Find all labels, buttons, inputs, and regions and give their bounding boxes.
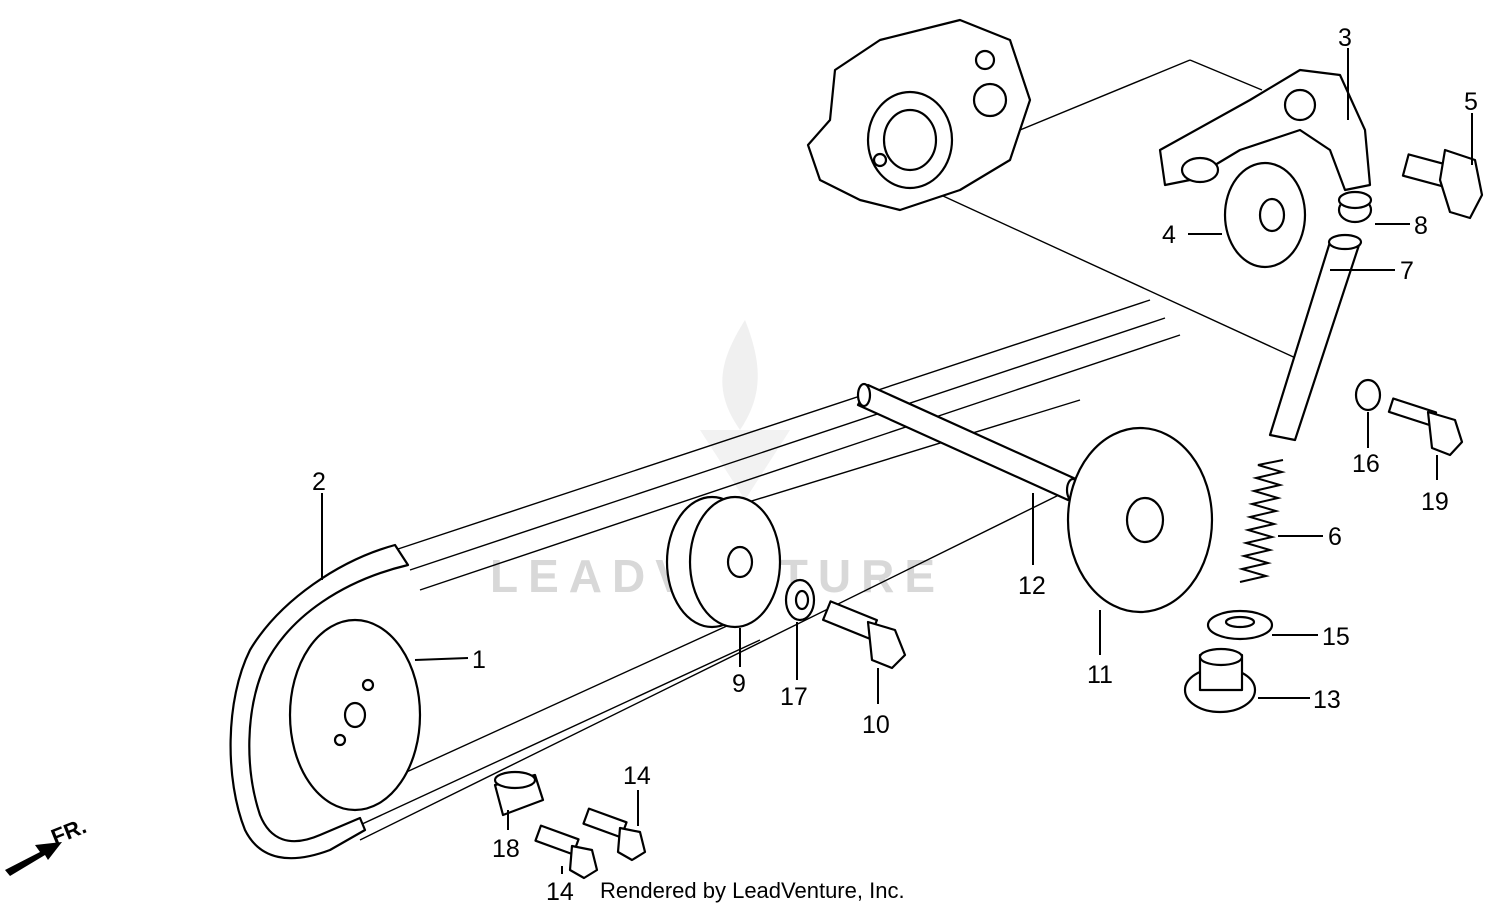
front-arrow-icon bbox=[5, 842, 62, 876]
part-9-roller bbox=[665, 495, 782, 629]
part-11-sprocket bbox=[1066, 426, 1214, 614]
callout-13: 13 bbox=[1313, 686, 1341, 714]
callout-14-lower: 14 bbox=[546, 878, 574, 906]
part-14-bolt-lower bbox=[534, 824, 599, 880]
part-3-tensioner-arm bbox=[1158, 68, 1372, 192]
callout-2: 2 bbox=[312, 468, 326, 496]
crankcase bbox=[806, 18, 1032, 212]
footer-credit: Rendered by LeadVenture, Inc. bbox=[600, 878, 905, 903]
callout-14-upper: 14 bbox=[623, 762, 651, 790]
part-8-cap bbox=[1337, 190, 1373, 224]
part-6-spring bbox=[1238, 459, 1286, 583]
callout-7: 7 bbox=[1400, 257, 1414, 285]
callout-19: 19 bbox=[1421, 488, 1449, 516]
callout-4: 4 bbox=[1162, 221, 1176, 249]
part-12-shaft bbox=[856, 382, 1081, 503]
watermark-logo-icon bbox=[700, 320, 790, 500]
part-1-sprocket bbox=[288, 618, 422, 812]
part-15-washer bbox=[1206, 609, 1274, 641]
callout-6: 6 bbox=[1328, 523, 1342, 551]
callout-11: 11 bbox=[1087, 661, 1113, 689]
part-14-bolt-upper bbox=[582, 807, 647, 862]
part-17-washer bbox=[784, 578, 816, 622]
callout-16: 16 bbox=[1352, 450, 1380, 478]
part-7-pusher-tube bbox=[1268, 233, 1363, 442]
callout-8: 8 bbox=[1414, 212, 1428, 240]
part-10-bolt bbox=[821, 600, 907, 670]
callout-17: 17 bbox=[780, 683, 808, 711]
part-16-washer bbox=[1354, 378, 1382, 412]
callout-12: 12 bbox=[1018, 572, 1046, 600]
assembly-guide-lines bbox=[344, 59, 1301, 841]
part-4-small-sprocket bbox=[1223, 161, 1307, 269]
part-2-chain bbox=[229, 543, 410, 860]
part-19-bolt bbox=[1387, 397, 1464, 457]
callout-leader-lines bbox=[321, 48, 1473, 874]
callout-9: 9 bbox=[732, 670, 746, 698]
callout-1: 1 bbox=[472, 646, 486, 674]
callout-15: 15 bbox=[1322, 623, 1350, 651]
front-label: FR. bbox=[48, 813, 90, 849]
callout-3: 3 bbox=[1338, 24, 1352, 52]
part-18-collar bbox=[493, 770, 545, 817]
callout-10: 10 bbox=[862, 711, 890, 739]
part-13-plug bbox=[1183, 647, 1257, 714]
callout-5: 5 bbox=[1464, 88, 1478, 116]
callout-18: 18 bbox=[492, 835, 520, 863]
part-5-bolt bbox=[1401, 148, 1484, 220]
